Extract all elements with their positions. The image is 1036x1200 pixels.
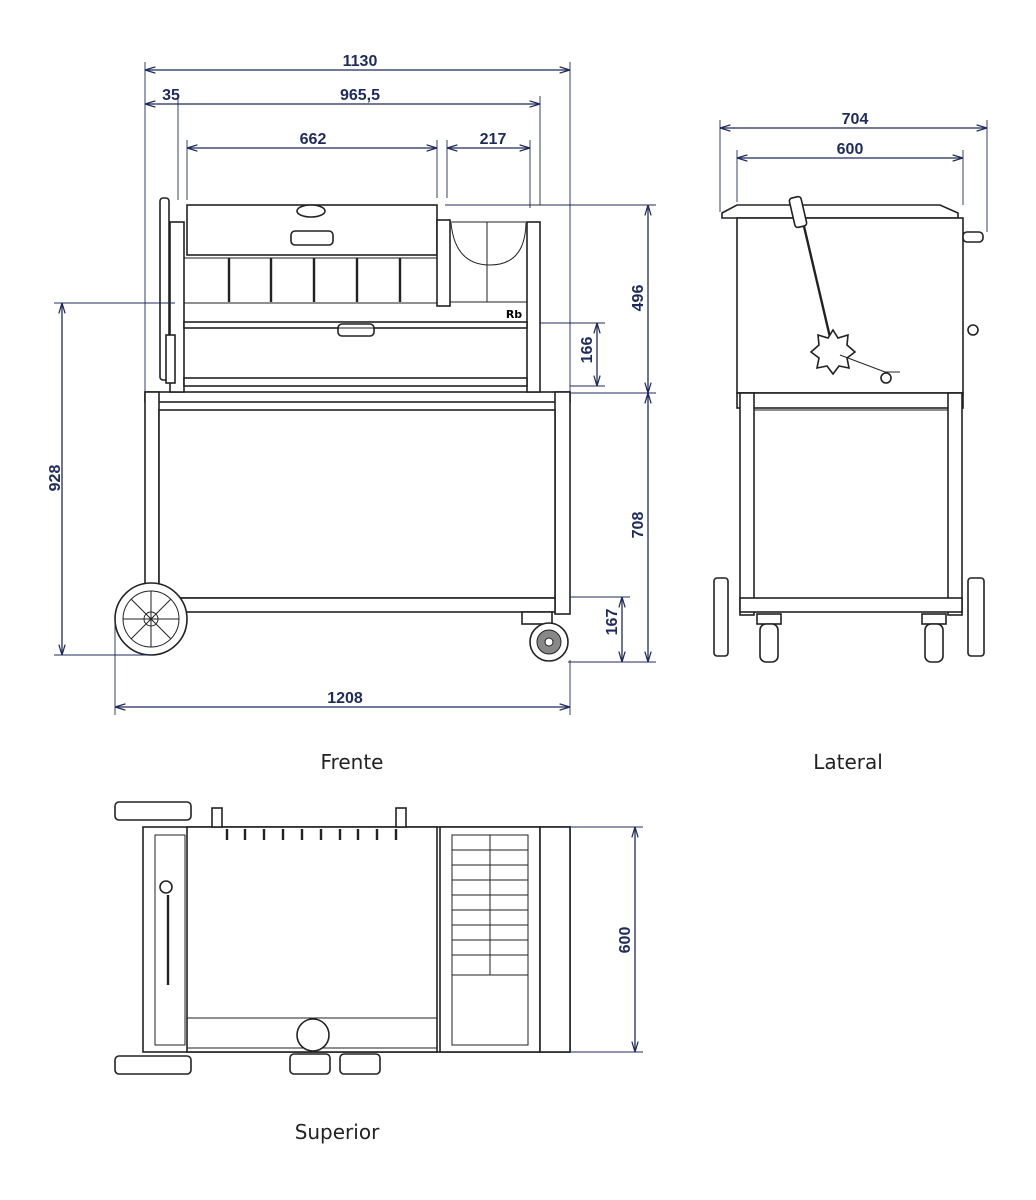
chain [839, 354, 900, 373]
side-view: 704 600 Lateral [713, 111, 988, 774]
side-caster-mount-left [756, 613, 782, 625]
dim-inner-width: 965,5 [340, 87, 380, 104]
top-right-frame [539, 826, 571, 1053]
lid-handle [290, 230, 334, 246]
side-wheel-right [967, 577, 985, 657]
caption-side: Lateral [813, 750, 883, 774]
crank-grip [788, 195, 808, 229]
front-view: Rb 1130 35 965,5 662 [47, 53, 656, 774]
cart-left-leg [144, 391, 160, 615]
side-basket [449, 221, 528, 303]
side-leg-right [947, 392, 963, 616]
side-top-lip [721, 204, 959, 219]
side-top-rail [736, 392, 964, 409]
side-bottom-rail [739, 597, 963, 613]
side-caster-mount-right [921, 613, 947, 625]
cart-right-leg [554, 391, 571, 615]
caster-mount [521, 611, 553, 625]
drawer-base [183, 377, 528, 387]
dim-cart-height: 708 [630, 512, 647, 539]
cart-bottom-rail [158, 597, 556, 613]
divider-post [436, 219, 451, 307]
side-body [736, 217, 964, 394]
side-dimensions: 704 600 [719, 111, 988, 232]
front-dimensions: 1130 35 965,5 662 217 496 166 708 [47, 53, 656, 715]
dim-total-height: 928 [47, 465, 64, 492]
top-crank-area [154, 834, 186, 1046]
top-wheel-bottom [114, 1055, 192, 1075]
dim-body-depth: 600 [837, 141, 864, 158]
dim-total-width: 1130 [343, 53, 378, 70]
top-lid-knob [296, 1018, 330, 1052]
brand-logo: Rb [506, 308, 522, 321]
skewer-slots [225, 829, 398, 840]
top-wheel-top [114, 801, 192, 821]
caption-top: Superior [295, 1120, 380, 1144]
top-handle-2 [339, 1053, 381, 1075]
top-grill [186, 826, 438, 1053]
side-hook [962, 231, 984, 243]
cart-top-rail [144, 391, 571, 403]
lid-knob [296, 204, 326, 218]
cart-front-panel [158, 409, 556, 599]
dim-grill-width: 662 [300, 131, 327, 148]
side-caster-right [924, 623, 944, 663]
dim-top-height: 496 [630, 285, 647, 312]
dim-total-depth: 704 [842, 111, 869, 128]
dim-handle-offset: 35 [162, 87, 180, 104]
dim-drawer-height: 166 [579, 337, 596, 364]
basket-curve [450, 222, 527, 266]
crank-rod [797, 204, 835, 351]
dim-caster-height: 167 [604, 609, 621, 636]
crank-bracket [165, 334, 176, 384]
drawer-handle [337, 323, 375, 337]
skewer-rack [183, 257, 438, 304]
top-dimensions: 600 [570, 826, 643, 1053]
dim-overall-width: 1208 [327, 690, 363, 707]
grill-right-post [526, 221, 541, 393]
gear-icon [809, 328, 857, 376]
side-leg-left [739, 392, 755, 616]
side-wheel-left [713, 577, 729, 657]
top-view: 600 Superior [114, 801, 643, 1144]
side-panel [753, 409, 949, 599]
dim-basket-width: 217 [480, 131, 507, 148]
caption-front: Frente [321, 750, 384, 774]
side-caster-left [759, 623, 779, 663]
side-knob [967, 324, 979, 336]
top-handle-1 [289, 1053, 331, 1075]
dim-top-depth: 600 [617, 927, 634, 954]
